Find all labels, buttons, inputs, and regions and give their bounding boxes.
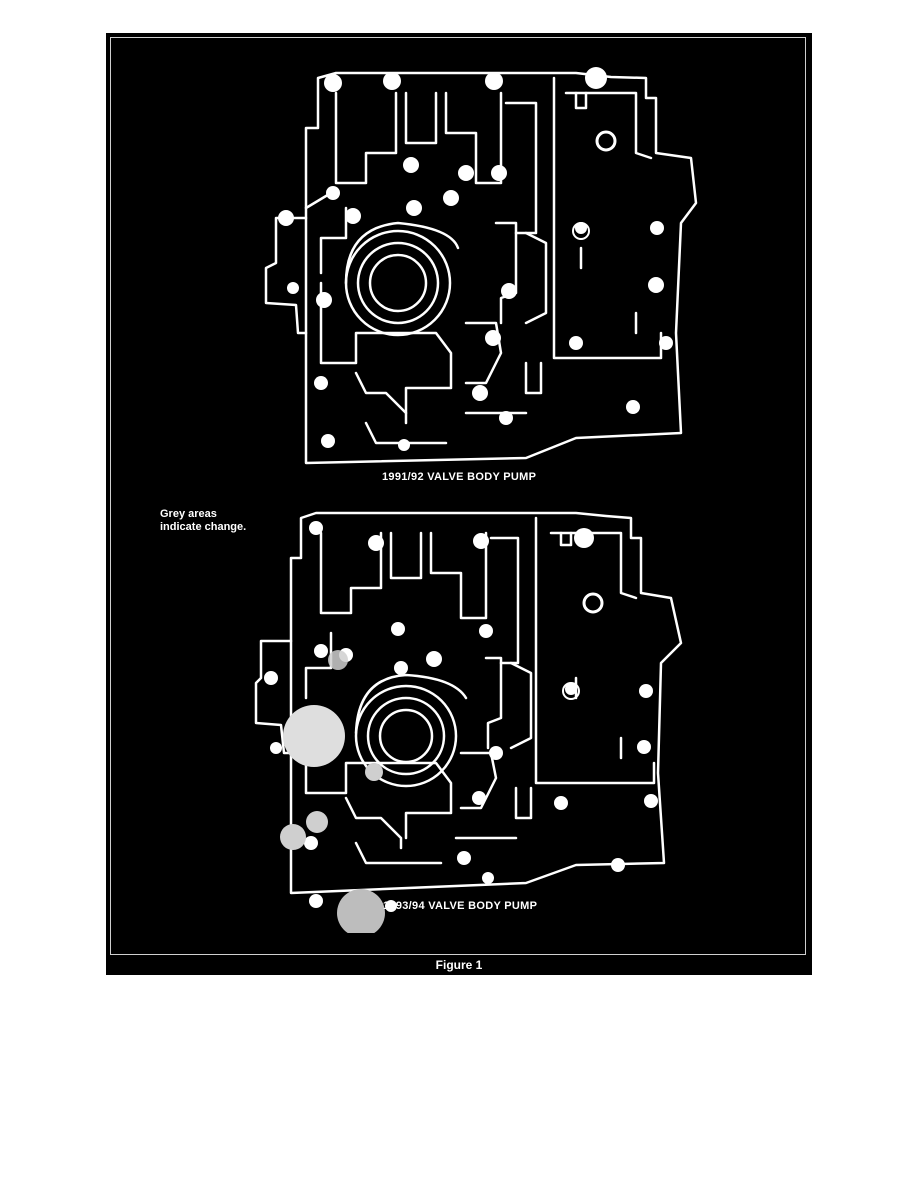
change-highlight-areas: [280, 650, 385, 933]
figure-label: Figure 1: [435, 958, 483, 972]
figure-panel: 1991/92 VALVE BODY PUMP Grey areas indic…: [106, 33, 812, 975]
valve-body-1991-92-drawing: [264, 67, 698, 465]
change-note: Grey areas indicate change.: [160, 508, 246, 534]
change-note-line-1: Grey areas: [160, 508, 217, 520]
top-diagram-caption: 1991/92 VALVE BODY PUMP: [382, 471, 537, 483]
valve-body-pump-1991-92-diagram: 1991/92 VALVE BODY PUMP: [106, 33, 812, 493]
valve-body-pump-1993-94-diagram: 1993/94 VALVE BODY PUMP: [106, 493, 812, 933]
valve-body-1993-94-drawing: [254, 511, 683, 933]
bottom-diagram-caption: 1993/94 VALVE BODY PUMP: [383, 900, 538, 912]
figure-frame: [110, 37, 806, 955]
change-note-line-2: indicate change.: [160, 521, 247, 533]
